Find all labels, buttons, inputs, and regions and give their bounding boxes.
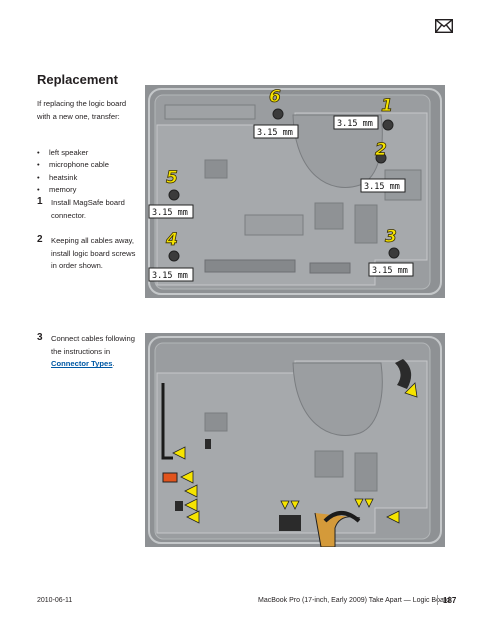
intro-text: If replacing the logic board with a new … xyxy=(37,99,127,121)
footer-date: 2010-06-11 xyxy=(37,597,73,604)
screw-callout-3: 3 xyxy=(385,227,397,247)
step-number: 1 xyxy=(37,196,43,207)
screw-callout-2: 2 xyxy=(375,140,387,160)
screw-callout-1: 1 xyxy=(381,96,393,116)
footer-divider xyxy=(437,595,438,605)
connector-types-link[interactable]: Connector Types xyxy=(51,359,113,369)
step-number: 2 xyxy=(37,234,43,245)
logic-board-photo: 1 2 3 4 5 6 3.15 mm 3.15 mm 3.15 mm 3.15… xyxy=(145,85,445,298)
step-2: 2 Keeping all cables away, install logic… xyxy=(37,234,137,273)
page-number: 187 xyxy=(443,596,457,605)
step-text: Connect cables following the instruction… xyxy=(37,333,137,371)
measure-label: 3.15 mm xyxy=(152,271,188,281)
step-number: 3 xyxy=(37,332,43,343)
measure-label: 3.15 mm xyxy=(257,128,293,138)
screw-callout-6: 6 xyxy=(269,87,281,107)
screw-callout-5: 5 xyxy=(166,168,178,188)
measure-label: 3.15 mm xyxy=(364,182,400,192)
cable-connections-photo xyxy=(145,333,445,547)
step-text-lead: Connect cables following the instruction… xyxy=(51,334,136,356)
mail-icon[interactable] xyxy=(435,19,453,33)
step-3: 3 Connect cables following the instructi… xyxy=(37,332,137,371)
measure-label: 3.15 mm xyxy=(152,208,188,218)
section-title: Replacement xyxy=(37,72,118,87)
list-item: microphone cable xyxy=(37,159,132,172)
transfer-list: left speaker microphone cable heatsink m… xyxy=(37,147,132,197)
screw-callout-4: 4 xyxy=(165,230,178,250)
list-item: left speaker xyxy=(37,147,132,160)
measure-label: 3.15 mm xyxy=(337,119,373,129)
list-item: memory xyxy=(37,184,132,197)
footer-title: MacBook Pro (17-inch, Early 2009) Take A… xyxy=(258,597,451,604)
measure-label: 3.15 mm xyxy=(372,266,408,276)
list-item: heatsink xyxy=(37,172,132,185)
step-text: Install MagSafe board connector. xyxy=(51,198,125,220)
step-text: Keeping all cables away, install logic b… xyxy=(51,236,136,271)
step-text-end: . xyxy=(112,359,115,369)
step-1: 1 Install MagSafe board connector. xyxy=(37,196,137,222)
